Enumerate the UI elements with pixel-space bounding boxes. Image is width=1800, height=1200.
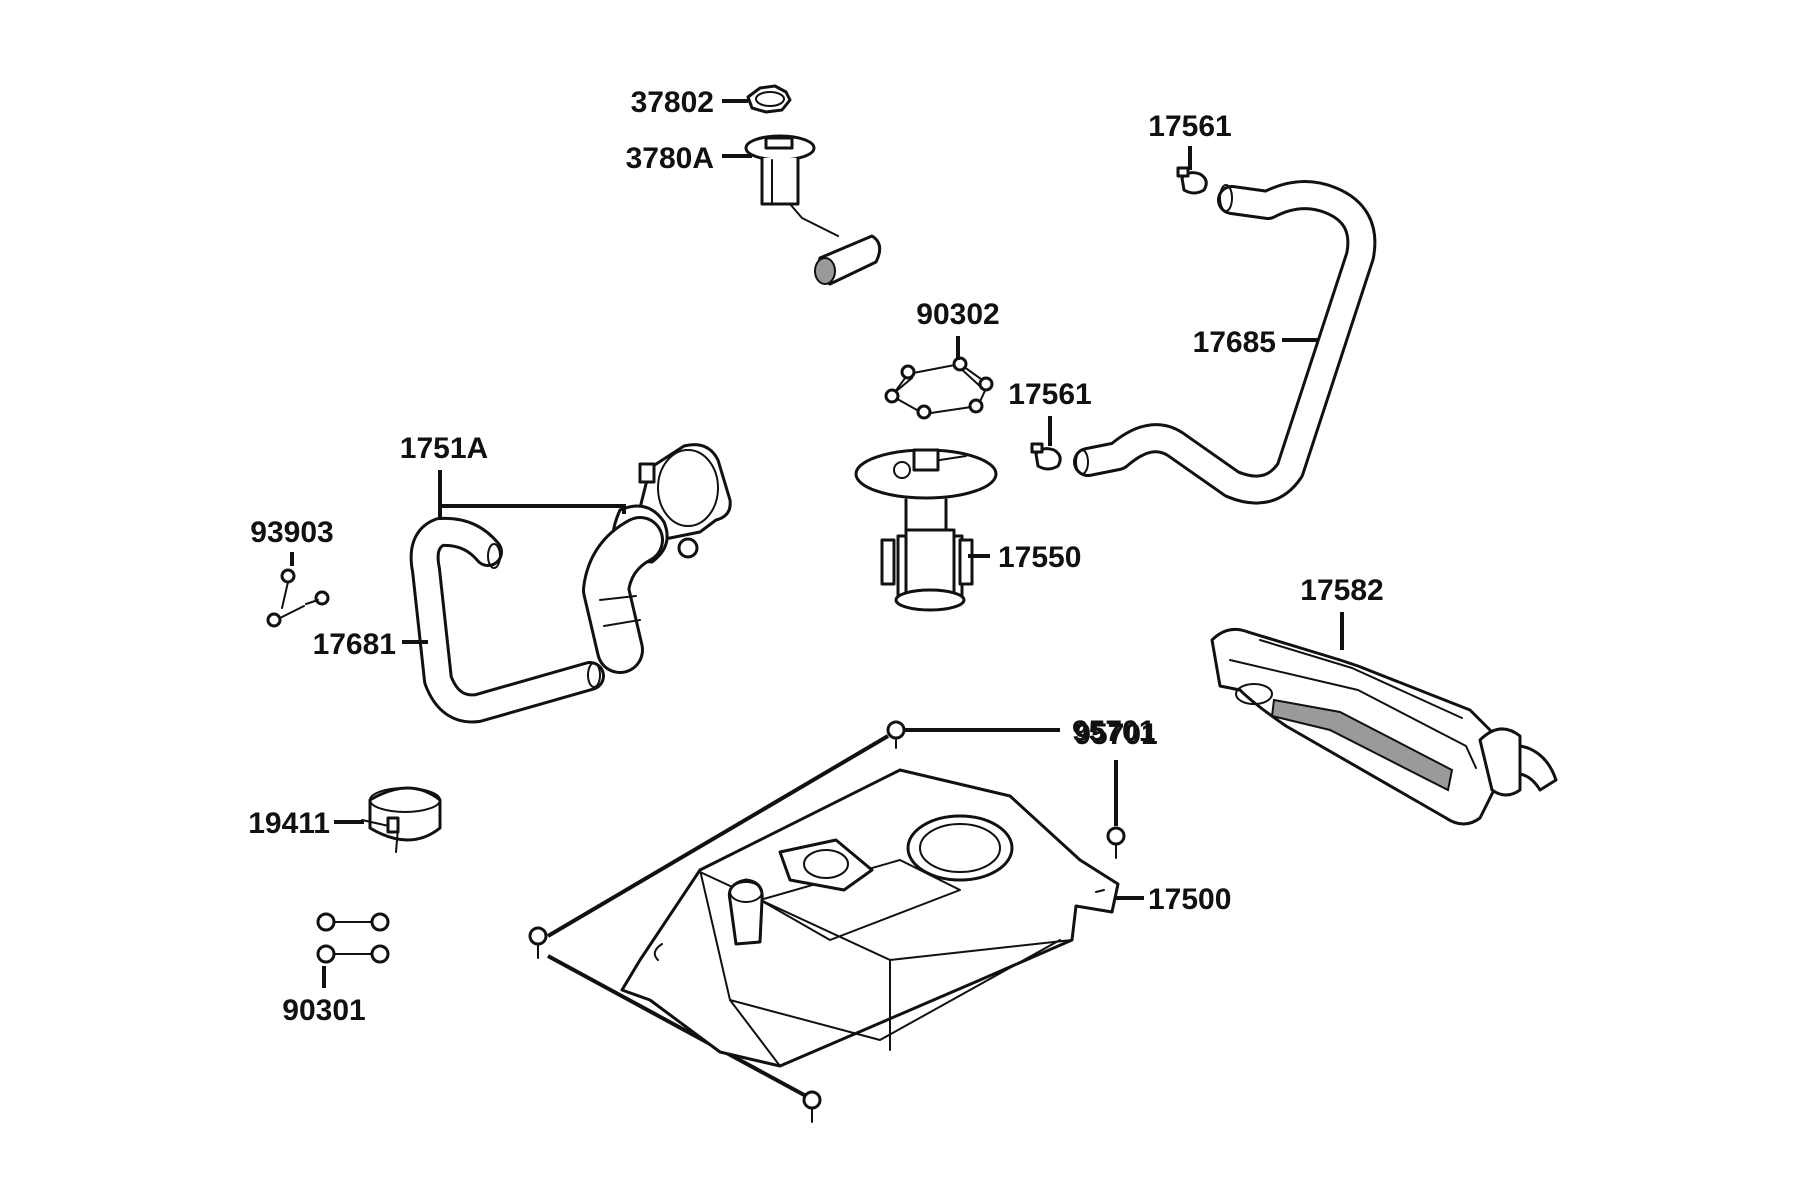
bolt-95701-side[interactable] (1106, 826, 1126, 859)
fuel-gauge-cap-37802[interactable] (746, 84, 792, 114)
nut-set-90301[interactable] (316, 912, 390, 964)
label-1751A[interactable]: 1751A (400, 432, 488, 465)
label-90302[interactable]: 90302 (916, 298, 999, 331)
label-17685[interactable]: 17685 (1193, 326, 1276, 359)
label-95701-side[interactable]: 95701 (1074, 718, 1157, 751)
label-17550[interactable]: 17550 (998, 541, 1081, 574)
leader-95701-diagonals (546, 734, 890, 1098)
label-3780A[interactable]: 3780A (626, 142, 714, 175)
label-17561-mid[interactable]: 17561 (1008, 378, 1091, 411)
vent-hose-17685[interactable] (1073, 180, 1377, 505)
label-95701-top[interactable]: 95701 (1072, 715, 1155, 748)
bolt-95701-top[interactable] (886, 720, 906, 749)
band-clamp-19411[interactable] (361, 786, 442, 853)
fuel-tank-17500[interactable] (620, 768, 1120, 1068)
label-17582[interactable]: 17582 (1300, 574, 1383, 607)
label-17500[interactable]: 17500 (1148, 883, 1231, 916)
tank-bracket-17582[interactable] (1210, 627, 1558, 826)
hose-clamp-17561-top[interactable] (1176, 166, 1208, 195)
hose-clamp-17561-mid[interactable] (1030, 442, 1062, 471)
label-90301[interactable]: 90301 (282, 994, 365, 1027)
fuel-level-sensor-3780A[interactable] (744, 134, 882, 286)
leader-1751A (438, 470, 626, 520)
fuel-pump-17550[interactable] (854, 448, 998, 612)
label-17561-top[interactable]: 17561 (1148, 110, 1231, 143)
bolt-95701-bottom[interactable] (802, 1090, 822, 1123)
bolt-95701-left[interactable] (528, 926, 548, 959)
nut-set-90302[interactable] (884, 356, 994, 420)
filler-neck-1751A[interactable] (582, 443, 732, 674)
screw-set-93903[interactable] (266, 568, 330, 628)
label-37802[interactable]: 37802 (631, 86, 714, 119)
label-93903[interactable]: 93903 (250, 516, 333, 549)
fuel-hose-17681[interactable] (409, 516, 605, 724)
label-17681[interactable]: 17681 (313, 628, 396, 661)
label-19411[interactable]: 19411 (248, 807, 330, 840)
